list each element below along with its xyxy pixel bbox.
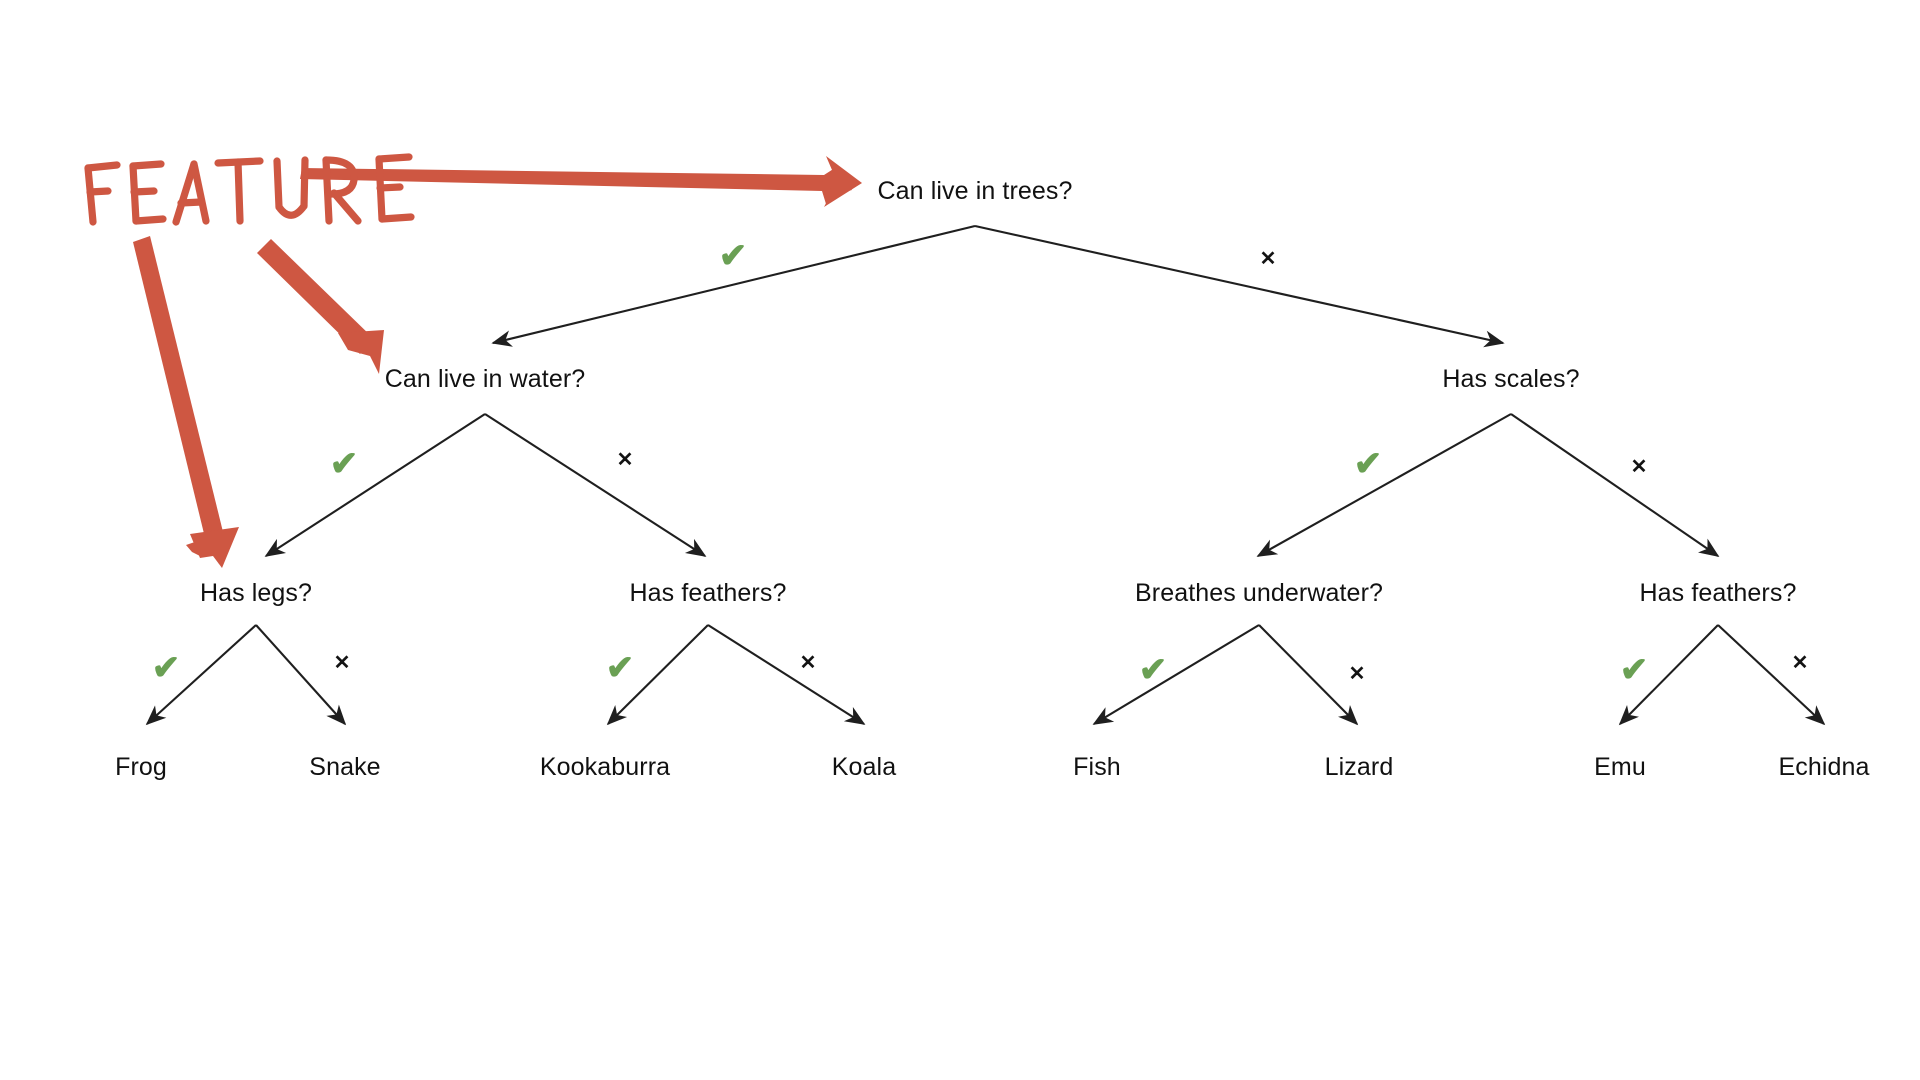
feature-arrow-to-water-head-icon [338,330,384,374]
leaf-fish: Fish [1073,752,1121,782]
leaf-emu: Emu [1594,752,1646,782]
edge-underwater-no [1258,624,1359,726]
feature-letter-e2-bot [378,213,415,223]
leaf-snake-label: Snake [309,753,381,781]
check-icon-scales-yes: ✔ [1353,445,1383,483]
check-icon-root-yes: ✔ [718,237,748,275]
feature-letter-r-bowl [322,156,358,198]
feature-letter-f1-top [84,161,121,172]
edge-scales-yes [1256,413,1512,557]
feature-letter-a [172,160,198,226]
edge-feathers-l-yes [606,624,709,726]
node-root: Can live in trees? [878,176,1073,206]
feature-letter-u-right [300,156,309,210]
edge-feathers-l-no [707,624,866,725]
check-icon-water-yes: ✔ [329,445,359,483]
feature-letter-r-stem [322,156,333,225]
node-has-scales: Has scales? [1442,364,1579,394]
leaf-snake: Snake [309,752,380,782]
node-can-live-in-water-label: Can live in water? [384,365,586,393]
cross-icon-feathers-left-no: ✕ [799,652,817,674]
check-icon-feathers-left-yes: ✔ [605,649,635,687]
edge-legs-yes [145,624,257,726]
edge-water-no [484,413,707,557]
leaf-lizard: Lizard [1325,752,1394,782]
feature-arrow-to-root-head-icon [820,156,862,207]
node-breathes-underwater: Breathes underwater? [1135,578,1383,608]
edge-legs-no [255,624,347,726]
leaf-frog: Frog [115,752,167,782]
feature-letter-e2-mid [376,183,404,192]
leaf-fish-label: Fish [1073,753,1121,781]
leaf-kookaburra-label: Kookaburra [539,753,671,781]
feature-letter-e1-mid [130,187,158,196]
leaf-frog-label: Frog [115,753,167,781]
node-can-live-in-water: Can live in water? [385,364,586,394]
check-icon-legs-yes: ✔ [151,649,181,687]
node-has-scales-label: Has scales? [1442,365,1580,393]
node-has-legs: Has legs? [200,578,312,608]
edge-feathers-r-no [1717,624,1826,726]
node-has-feathers-right: Has feathers? [1640,578,1797,608]
leaf-koala-label: Koala [831,753,897,781]
node-root-label: Can live in trees? [877,177,1073,205]
edge-underwater-yes [1092,624,1260,725]
leaf-echidna-label: Echidna [1778,753,1870,781]
feature-arrow-to-has-legs-icon [133,236,225,546]
feature-letter-e1-top [129,160,165,170]
feature-letter-u-bot [275,202,308,219]
check-icon-feathers-right-yes: ✔ [1619,651,1649,689]
edge-root-yes [491,224,976,347]
edge-scales-no [1510,413,1720,557]
feature-letter-a-bar [177,198,205,207]
leaf-lizard-label: Lizard [1324,753,1394,781]
feature-letter-f1-mid [86,187,112,196]
node-breathes-underwater-label: Breathes underwater? [1135,579,1383,607]
cross-icon-root-no: ✕ [1259,248,1277,270]
feature-letter-t-stem [234,158,244,225]
feature-arrow-to-has-legs-tip-icon [190,527,239,568]
feature-letter-t-top [214,157,264,167]
feature-arrow-to-root-icon [300,166,852,204]
feature-arrow-to-water-icon [257,239,374,354]
feature-letter-r-leg [330,189,362,225]
leaf-kookaburra: Kookaburra [540,752,670,782]
feature-letter-e2-top [375,153,413,163]
leaf-koala: Koala [832,752,896,782]
feature-letter-u-left [273,157,283,211]
node-has-legs-label: Has legs? [199,579,313,607]
edge-water-yes [264,413,486,557]
edge-feathers-r-yes [1618,624,1719,726]
check-icon-underwater-yes: ✔ [1138,651,1168,689]
cross-icon-underwater-no: ✕ [1348,663,1366,685]
cross-icon-legs-no: ✕ [333,652,351,674]
feature-word-strokes [84,153,415,226]
edge-root-no [974,224,1505,348]
cross-icon-feathers-right-no: ✕ [1791,652,1809,674]
feature-annotation-label: FEATURE [78,128,308,198]
node-has-feathers-left-label: Has feathers? [629,579,787,607]
cross-icon-scales-no: ✕ [1630,456,1648,478]
cross-icon-water-no: ✕ [616,449,634,471]
node-has-feathers-left: Has feathers? [630,578,787,608]
feature-letter-a-right [190,160,210,225]
leaf-echidna: Echidna [1778,752,1869,782]
feature-annotation-arrows [133,156,862,568]
node-has-feathers-right-label: Has feathers? [1639,579,1797,607]
feature-letter-e1-bot [132,215,167,225]
leaf-emu-label: Emu [1594,753,1646,781]
